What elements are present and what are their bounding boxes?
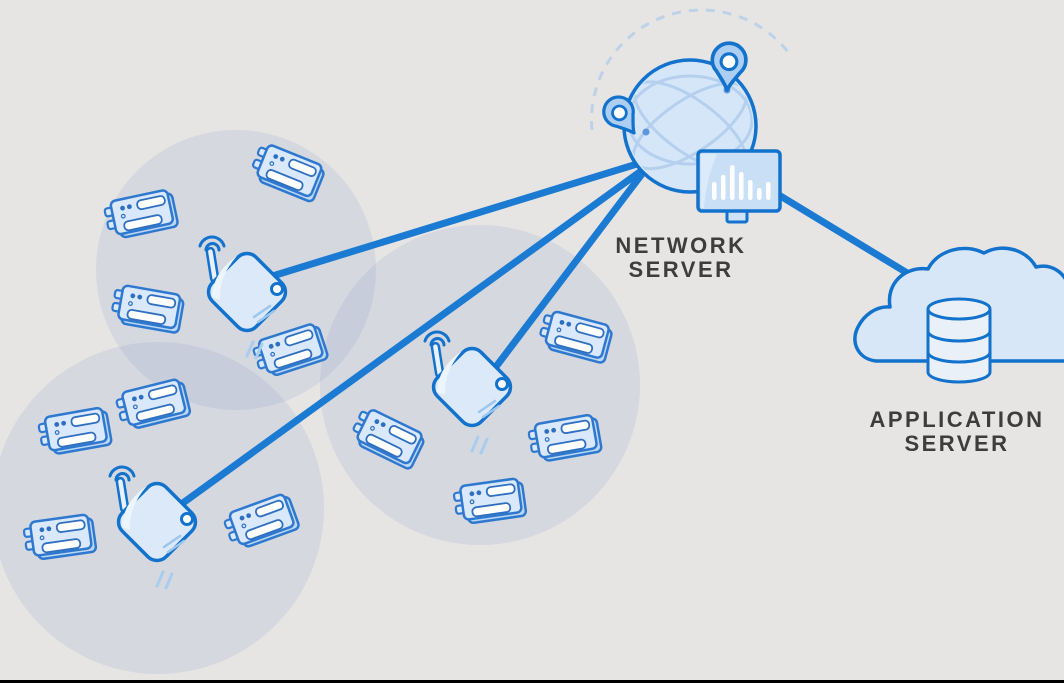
gateway-uplink-line	[492, 167, 648, 371]
gateway-uplink-line	[173, 163, 651, 511]
server-cloud-line	[762, 183, 924, 285]
application-server-icon	[853, 246, 1064, 384]
dashed-orbit-arc	[590, 8, 790, 131]
database-icon	[926, 297, 992, 384]
end-device-icon	[451, 476, 528, 527]
network-server-label-line1: NETWORK	[615, 233, 746, 258]
monitor-chart-icon	[696, 149, 782, 224]
bottom-border-bar	[0, 680, 1064, 683]
end-device-icon	[21, 512, 98, 563]
application-server-label-line1: APPLICATION	[870, 407, 1045, 432]
equalizer-bars-icon	[712, 165, 771, 200]
gateway-uplink-line	[264, 156, 652, 282]
application-server-label-line2: SERVER	[904, 431, 1009, 456]
pin-anchor-dot	[642, 128, 650, 136]
network-server-label-line2: SERVER	[628, 257, 733, 282]
